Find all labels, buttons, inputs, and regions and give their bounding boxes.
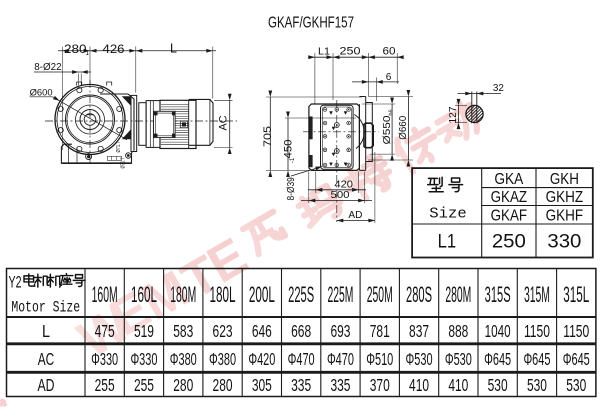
svg-text:Φ530: Φ530 — [406, 349, 433, 369]
svg-text:Ø71.7: Ø71.7 — [121, 158, 127, 169]
svg-text:Φ330: Φ330 — [91, 349, 118, 369]
svg-text:AD: AD — [348, 209, 362, 221]
svg-text:L: L — [170, 42, 177, 56]
svg-text:370: 370 — [370, 375, 390, 395]
svg-text:280S: 280S — [406, 282, 432, 307]
svg-text:Φ380: Φ380 — [170, 349, 197, 369]
svg-text:335: 335 — [330, 375, 350, 395]
svg-text:32: 32 — [493, 83, 504, 94]
svg-text:Ø660: Ø660 — [397, 116, 409, 140]
svg-text:-1: -1 — [290, 157, 296, 163]
svg-text:668: 668 — [291, 321, 311, 341]
svg-text:280: 280 — [64, 42, 87, 56]
svg-text:Motor Size: Motor Size — [11, 299, 80, 317]
svg-text:Φ510: Φ510 — [366, 349, 393, 369]
svg-text:888: 888 — [448, 321, 468, 341]
svg-text:GKA: GKA — [494, 171, 523, 188]
svg-text:GKHF: GKHF — [546, 207, 584, 224]
svg-text:160L: 160L — [131, 282, 157, 307]
svg-text:GKH: GKH — [550, 171, 579, 188]
svg-text:Y2: Y2 — [9, 273, 22, 292]
svg-text:180M: 180M — [170, 282, 196, 307]
svg-text:420: 420 — [334, 178, 353, 190]
svg-text:60: 60 — [383, 46, 396, 58]
svg-text:AD: AD — [38, 375, 55, 395]
svg-text:GKHZ: GKHZ — [546, 189, 584, 206]
svg-text:410: 410 — [409, 375, 429, 395]
svg-text:1150: 1150 — [524, 321, 550, 341]
svg-text:530: 530 — [527, 375, 547, 395]
svg-text:GKAF: GKAF — [491, 207, 528, 224]
svg-text:Φ380: Φ380 — [209, 349, 236, 369]
svg-text:L1: L1 — [318, 46, 330, 58]
svg-text:Ø550: Ø550 — [381, 115, 393, 144]
svg-text:Φ330: Φ330 — [130, 349, 157, 369]
svg-text:160M: 160M — [92, 282, 118, 307]
svg-text:646: 646 — [252, 321, 272, 341]
svg-text:623: 623 — [213, 321, 233, 341]
svg-text:1: 1 — [85, 50, 89, 57]
svg-text:Φ530: Φ530 — [445, 349, 472, 369]
svg-text:315L: 315L — [563, 282, 589, 307]
svg-text:8-Ø39: 8-Ø39 — [286, 177, 297, 201]
svg-text:GKAF/GKHF157: GKAF/GKHF157 — [268, 14, 354, 31]
svg-text:Size: Size — [429, 206, 466, 223]
svg-text:127: 127 — [448, 106, 459, 123]
svg-text:519: 519 — [134, 321, 154, 341]
svg-text:475: 475 — [95, 321, 115, 341]
svg-text:250: 250 — [340, 46, 361, 58]
svg-text:280M: 280M — [445, 282, 471, 307]
svg-text:225S: 225S — [288, 282, 314, 307]
svg-text:Ø71.7: Ø71.7 — [116, 142, 122, 153]
svg-text:1040: 1040 — [485, 321, 511, 341]
svg-text:GKAZ: GKAZ — [491, 189, 528, 206]
svg-text:8-Ø22: 8-Ø22 — [34, 61, 62, 73]
svg-text:Φ470: Φ470 — [327, 349, 354, 369]
svg-text:500: 500 — [331, 189, 350, 201]
svg-text:h6: h6 — [389, 109, 395, 115]
svg-text:225M: 225M — [327, 282, 353, 307]
svg-text:315M: 315M — [524, 282, 550, 307]
svg-text:255: 255 — [95, 375, 115, 395]
svg-text:705: 705 — [262, 126, 274, 147]
svg-text:AC: AC — [217, 115, 229, 130]
svg-text:781: 781 — [370, 321, 390, 341]
svg-text:Φ645: Φ645 — [563, 349, 590, 369]
svg-text:530: 530 — [488, 375, 508, 395]
svg-text:583: 583 — [173, 321, 193, 341]
svg-text:AC: AC — [38, 349, 55, 369]
svg-text:200L: 200L — [249, 282, 275, 307]
svg-text:180L: 180L — [210, 282, 236, 307]
svg-text:1150: 1150 — [563, 321, 589, 341]
svg-text:335: 335 — [291, 375, 311, 395]
svg-text:280: 280 — [173, 375, 193, 395]
svg-text:693: 693 — [330, 321, 350, 341]
svg-text:450: 450 — [283, 140, 295, 159]
svg-text:Ø600: Ø600 — [30, 88, 53, 98]
svg-text:255: 255 — [134, 375, 154, 395]
svg-text:280: 280 — [213, 375, 233, 395]
svg-text:Φ645: Φ645 — [484, 349, 511, 369]
svg-text:L: L — [42, 321, 50, 341]
svg-text:530: 530 — [566, 375, 586, 395]
svg-text:305: 305 — [252, 375, 272, 395]
svg-text:426: 426 — [103, 42, 125, 56]
svg-text:837: 837 — [409, 321, 429, 341]
svg-text:250: 250 — [492, 231, 526, 252]
svg-text:Φ645: Φ645 — [523, 349, 550, 369]
svg-text:250M: 250M — [367, 282, 393, 307]
svg-text:6: 6 — [386, 72, 392, 83]
svg-text:410: 410 — [448, 375, 468, 395]
svg-text:L1: L1 — [438, 231, 457, 252]
svg-text:330: 330 — [547, 231, 581, 252]
svg-text:Φ420: Φ420 — [248, 349, 275, 369]
svg-text:Φ470: Φ470 — [288, 349, 315, 369]
svg-text:315S: 315S — [485, 282, 511, 307]
